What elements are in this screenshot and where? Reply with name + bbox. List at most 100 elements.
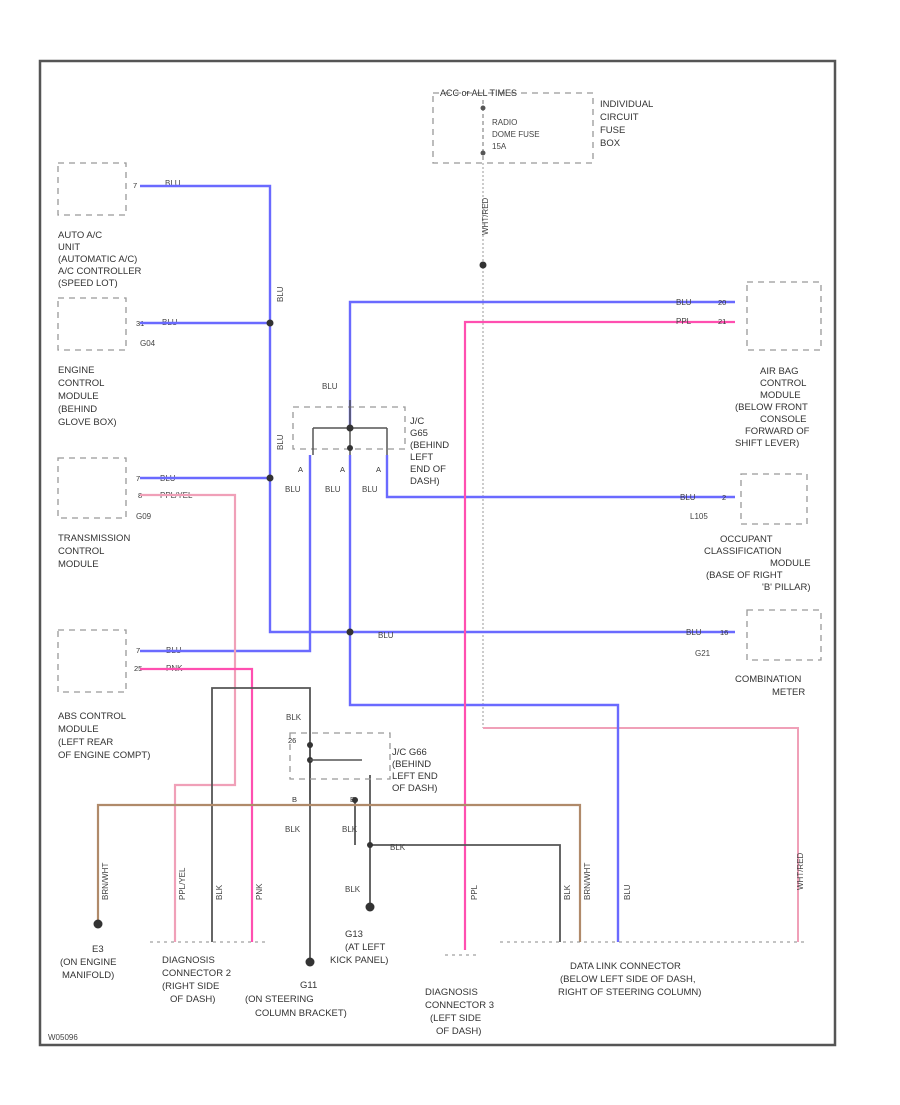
dlc3-connector: DIAGNOSIS CONNECTOR 3 (LEFT SIDE OF DASH… (425, 954, 494, 1037)
wire-label-trunk-2: BLU (276, 434, 285, 450)
svg-text:BLU: BLU (676, 298, 692, 307)
svg-text:(BELOW LEFT SIDE OF DASH,: (BELOW LEFT SIDE OF DASH, (560, 974, 696, 985)
svg-text:COMBINATION: COMBINATION (735, 674, 801, 685)
wires-blue (140, 184, 735, 942)
svg-text:(ON ENGINE: (ON ENGINE (60, 957, 116, 968)
svg-text:BLU: BLU (362, 485, 378, 494)
fuse-box-outline (432, 92, 594, 164)
wire-label-trunk-1: BLU (276, 286, 285, 302)
module-abs: 7 BLU 25 PNK ABS CONTROL MODULE (LEFT RE… (57, 629, 183, 761)
svg-text:CLASSIFICATION: CLASSIFICATION (704, 546, 782, 557)
wire-label-e3: BRN/WHT (101, 863, 110, 900)
svg-text:G11: G11 (300, 980, 317, 991)
svg-text:DASH): DASH) (410, 476, 440, 487)
jc-upper: BLU A A A BLU BLU BLU J/C G65 (BEHIND LE… (285, 382, 449, 494)
svg-text:OF DASH): OF DASH) (436, 1026, 481, 1037)
fuse-box-side-line1: INDIVIDUAL (600, 99, 653, 110)
svg-text:SHIFT LEVER): SHIFT LEVER) (735, 438, 799, 449)
wire-label-dlc-blk: BLK (563, 884, 572, 900)
svg-text:B: B (292, 795, 297, 804)
svg-text:G21: G21 (695, 649, 711, 658)
wire-label-dlc2-pnk: PNK (255, 883, 264, 900)
svg-text:J/C: J/C (410, 416, 424, 427)
svg-text:16: 16 (720, 628, 728, 637)
wires-brown (96, 803, 582, 942)
svg-text:END OF: END OF (410, 464, 446, 475)
svg-text:CONNECTOR 2: CONNECTOR 2 (162, 968, 231, 979)
svg-text:BLU: BLU (165, 179, 181, 188)
svg-text:MODULE: MODULE (770, 558, 811, 569)
svg-text:PPL: PPL (676, 317, 692, 326)
svg-text:BLK: BLK (286, 713, 302, 722)
svg-text:A: A (340, 465, 345, 474)
svg-text:(SPEED LOT): (SPEED LOT) (58, 278, 118, 289)
svg-text:B: B (350, 795, 355, 804)
svg-text:CONSOLE: CONSOLE (760, 414, 806, 425)
svg-text:A: A (298, 465, 303, 474)
svg-text:MODULE: MODULE (58, 724, 99, 735)
svg-text:'B' PILLAR): 'B' PILLAR) (762, 582, 811, 593)
svg-text:G04: G04 (140, 339, 156, 348)
svg-text:OCCUPANT: OCCUPANT (720, 534, 773, 545)
svg-text:G13: G13 (345, 929, 363, 940)
svg-text:CONTROL: CONTROL (58, 546, 104, 557)
wire-label-dlc2-ppl-yel: PPL/YEL (178, 867, 187, 900)
svg-text:(AUTOMATIC A/C): (AUTOMATIC A/C) (58, 254, 137, 265)
module-airbag: BLU 20 PPL 21 AIR BAG CONTROL MODULE (BE… (676, 281, 822, 449)
wire-label-wht-red: WHT/RED (481, 197, 490, 235)
svg-text:7: 7 (133, 181, 137, 190)
fuse-box: ACC or ALL TIMES RADIO DOME FUSE 15A IND… (432, 88, 653, 164)
svg-text:GLOVE BOX): GLOVE BOX) (58, 417, 117, 428)
svg-text:L105: L105 (690, 512, 708, 521)
wire-label-dlc2-blk: BLK (215, 884, 224, 900)
fuse-box-side-line4: BOX (600, 138, 621, 149)
svg-text:(AT LEFT: (AT LEFT (345, 942, 385, 953)
fuse-box-title: ACC or ALL TIMES (440, 88, 517, 98)
fuse-box-side-line3: FUSE (600, 125, 625, 136)
svg-text:26: 26 (288, 736, 296, 745)
diagram-code: W05096 (48, 1033, 78, 1042)
svg-text:7: 7 (136, 474, 140, 483)
fuse-label-line2: DOME FUSE (492, 130, 540, 139)
wire-label-dlc3-ppl: PPL (470, 884, 479, 900)
svg-text:MODULE: MODULE (760, 390, 801, 401)
svg-text:BLK: BLK (342, 825, 358, 834)
jc-lower: BLK 26 B B BLK BLK J/C G66 (BEHIND LEFT … (285, 713, 438, 834)
svg-text:RIGHT OF STEERING COLUMN): RIGHT OF STEERING COLUMN) (558, 987, 701, 998)
svg-text:BLU: BLU (325, 485, 341, 494)
svg-text:FORWARD OF: FORWARD OF (745, 426, 810, 437)
svg-text:J/C G66: J/C G66 (392, 747, 427, 758)
module-meter: BLU 16 G21 COMBINATION METER (686, 609, 822, 698)
svg-text:COLUMN BRACKET): COLUMN BRACKET) (255, 1008, 347, 1019)
svg-text:25: 25 (134, 664, 142, 673)
wires-black (211, 687, 561, 960)
svg-text:DIAGNOSIS: DIAGNOSIS (162, 955, 215, 966)
svg-text:(BEHIND: (BEHIND (392, 759, 431, 770)
wire-label-dlc-blu: BLU (623, 884, 632, 900)
svg-text:A/C CONTROLLER: A/C CONTROLLER (58, 266, 142, 277)
svg-text:21: 21 (718, 317, 726, 326)
svg-text:BLU: BLU (285, 485, 301, 494)
wires-pink (140, 320, 735, 950)
svg-text:2: 2 (722, 493, 726, 502)
svg-text:7: 7 (136, 646, 140, 655)
module-auto-ac: 7 BLU AUTO A/C UNIT (AUTOMATIC A/C) A/C … (57, 162, 181, 289)
svg-text:CONNECTOR 3: CONNECTOR 3 (425, 1000, 494, 1011)
svg-text:BLK: BLK (390, 843, 406, 852)
diagram-frame (38, 59, 837, 1047)
svg-text:ENGINE: ENGINE (58, 365, 94, 376)
svg-text:CONTROL: CONTROL (760, 378, 806, 389)
fuse-box-side-line2: CIRCUIT (600, 112, 639, 123)
svg-text:G09: G09 (136, 512, 152, 521)
module-tcm: 7 BLU 8 PPL/YEL G09 TRANSMISSION CONTROL… (57, 457, 193, 570)
svg-text:LEFT: LEFT (410, 452, 433, 463)
svg-text:MANIFOLD): MANIFOLD) (62, 970, 114, 981)
svg-text:CONTROL: CONTROL (58, 378, 104, 389)
svg-text:DATA LINK CONNECTOR: DATA LINK CONNECTOR (570, 961, 681, 972)
svg-text:METER: METER (772, 687, 805, 698)
wire-label-dlc-wht-red: WHT/RED (796, 852, 805, 890)
svg-text:AUTO A/C: AUTO A/C (58, 230, 102, 241)
svg-text:(BEHIND: (BEHIND (58, 404, 97, 415)
svg-text:(BASE OF RIGHT: (BASE OF RIGHT (706, 570, 783, 581)
